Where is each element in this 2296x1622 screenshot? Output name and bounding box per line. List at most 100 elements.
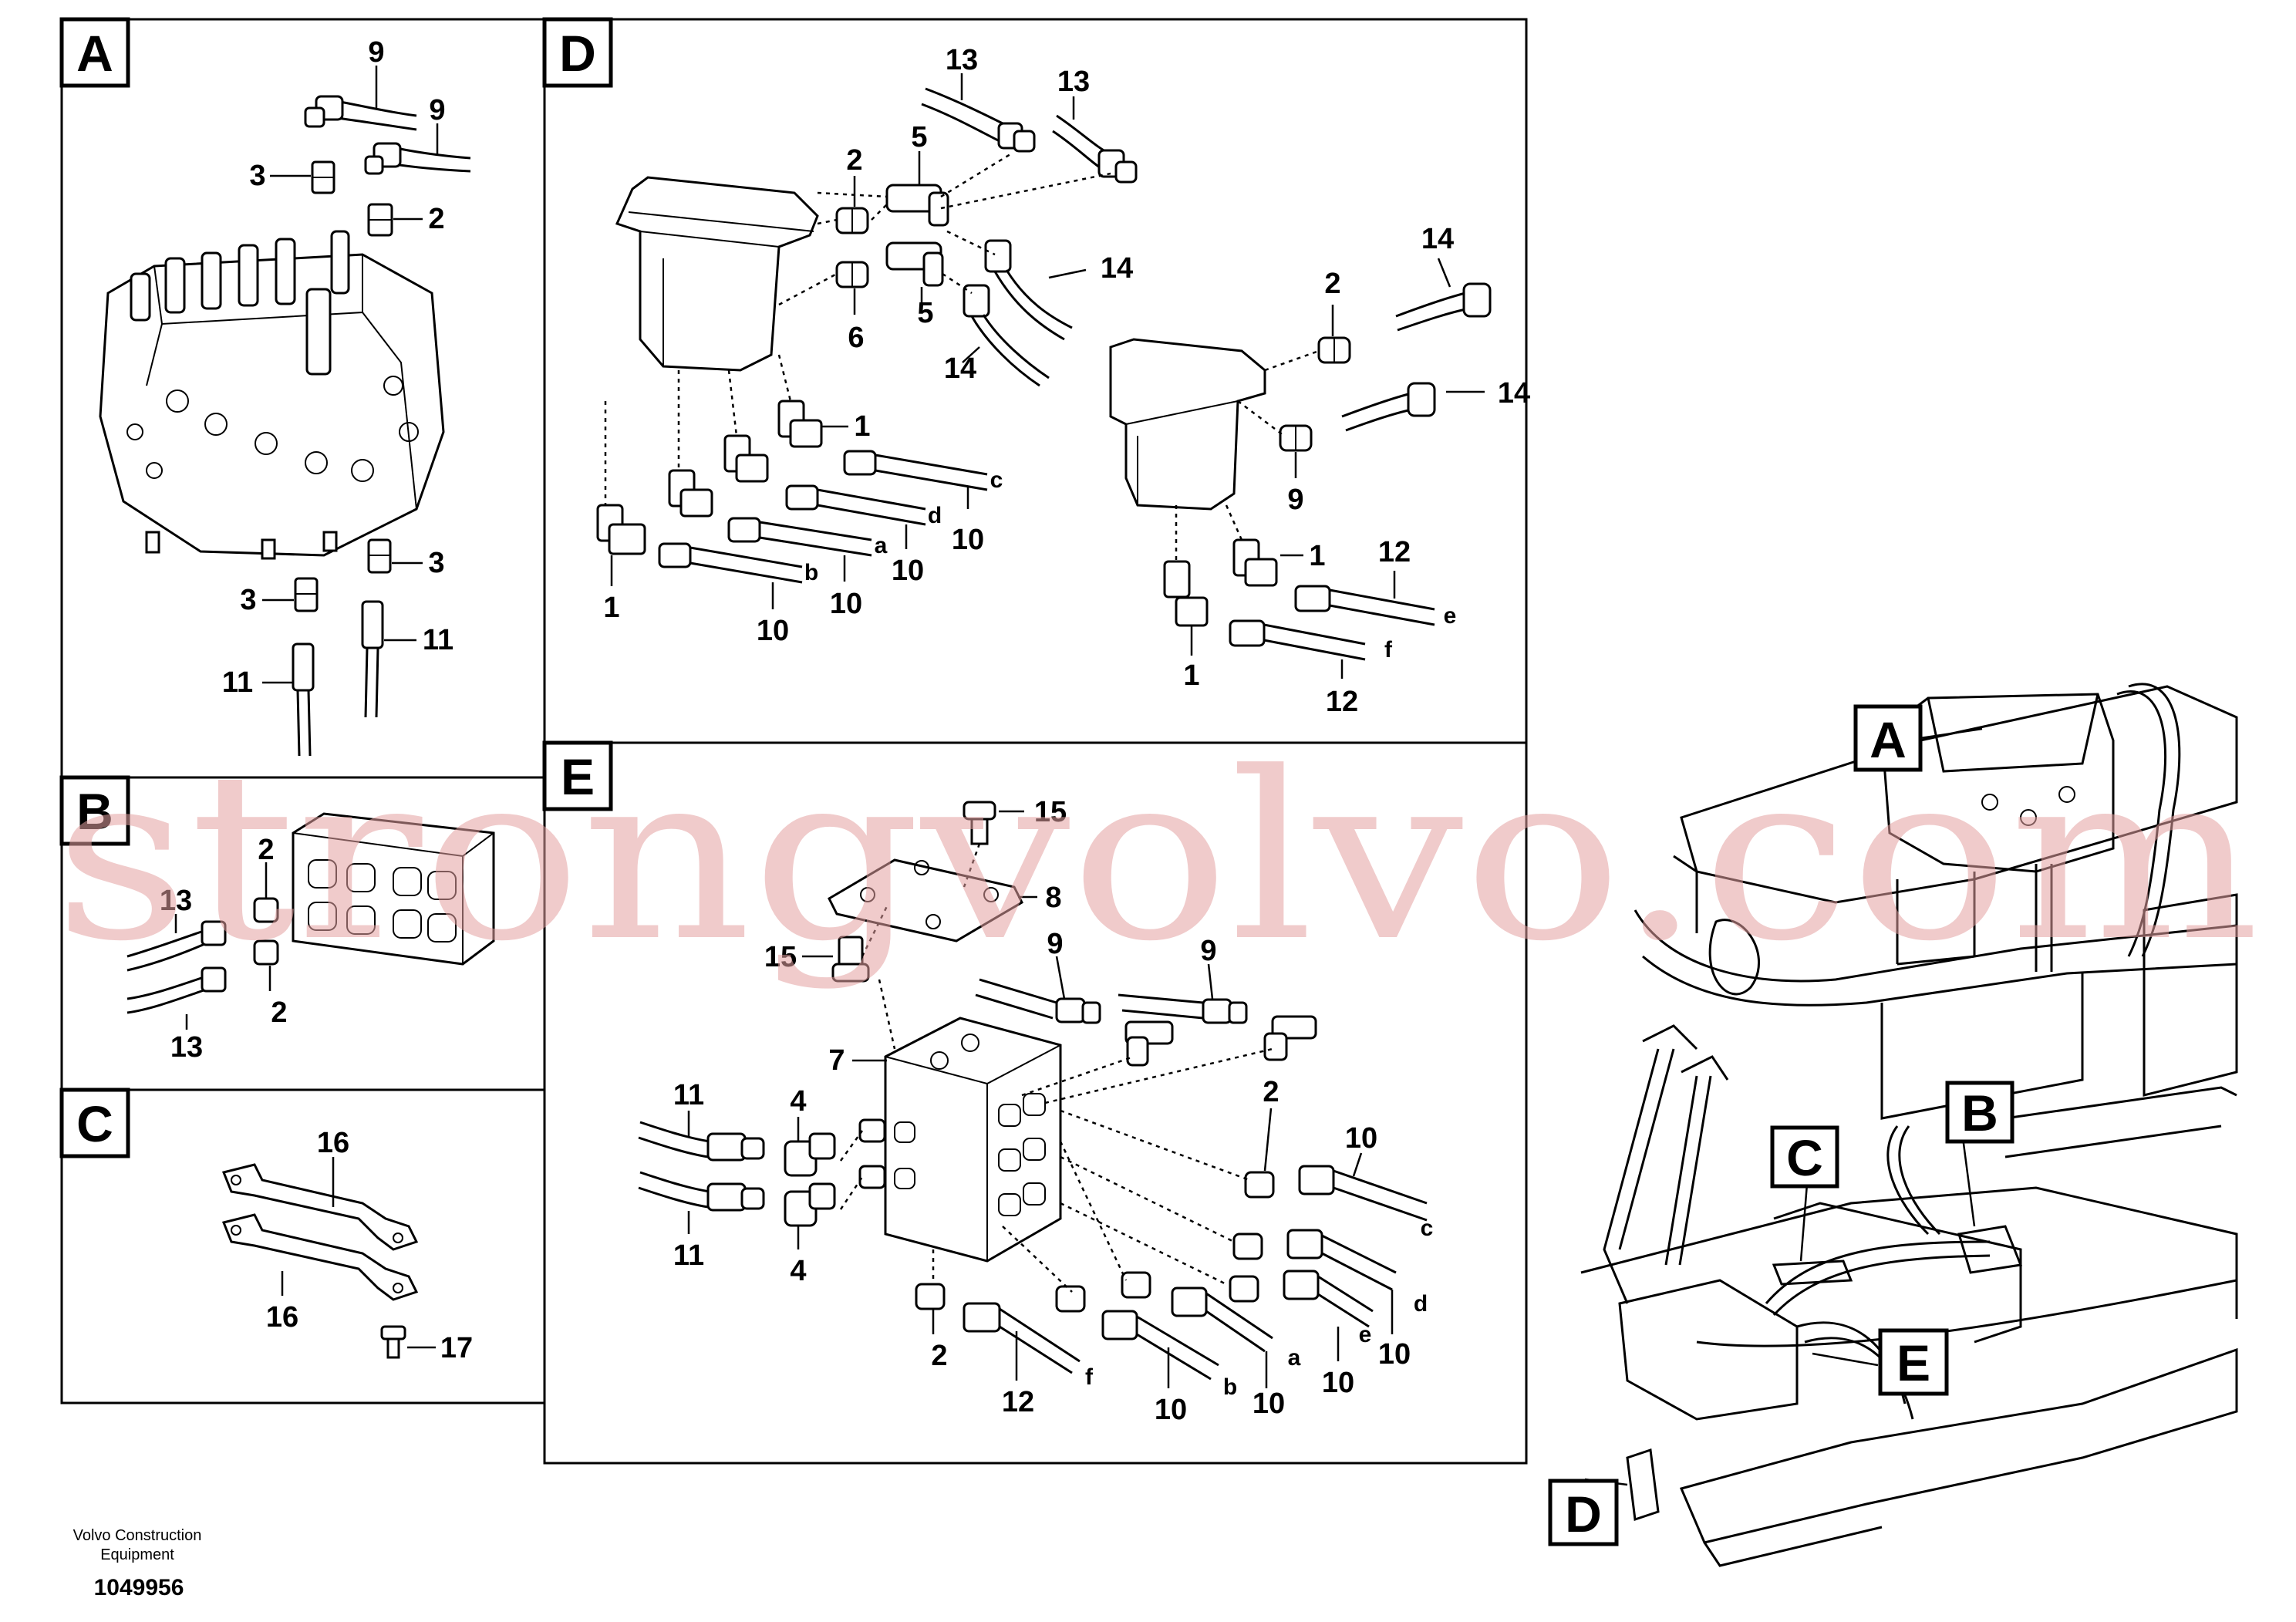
adapter-2-e1 xyxy=(1244,1171,1275,1199)
callout-a-9a: 9 xyxy=(368,36,384,69)
elbow-e1 xyxy=(1124,1020,1174,1067)
machine-overview: A B C E D xyxy=(1548,683,2238,1567)
hose-fitting-9a xyxy=(304,95,417,131)
panel-e-frame xyxy=(543,741,1528,1465)
callout-d-13b: 13 xyxy=(1057,66,1090,98)
callout-a-2a: 2 xyxy=(428,203,444,235)
callout-a-3b: 3 xyxy=(428,547,444,579)
hose-14-d2 xyxy=(963,284,1050,387)
callout-d-2b: 2 xyxy=(1324,268,1340,300)
callout-d-1d: 1 xyxy=(1183,659,1199,692)
adapter-2-d1 xyxy=(835,207,869,234)
callout-d-10d: 10 xyxy=(757,615,789,647)
footer-company-line1: Volvo Construction xyxy=(73,1527,202,1544)
overview-label-a: A xyxy=(1853,704,1923,772)
adapter-e-left1 xyxy=(858,1118,886,1143)
hose-end-d-e: e xyxy=(1444,603,1457,629)
hose-10-b xyxy=(658,542,803,584)
callout-d-14a: 14 xyxy=(1101,252,1133,285)
panel-e-label: E xyxy=(542,740,613,811)
hose-end-d-c: c xyxy=(990,467,1003,493)
adapter-9-d xyxy=(1279,424,1313,452)
callout-e-10d: 10 xyxy=(1322,1367,1354,1399)
callout-d-5b: 5 xyxy=(917,297,933,329)
manifold-block-b xyxy=(292,812,495,966)
adapter-e-mid4 xyxy=(1055,1285,1086,1313)
callout-e-4a: 4 xyxy=(790,1085,806,1118)
cover-plate-8 xyxy=(828,858,1023,943)
hose-10-e-a xyxy=(1171,1286,1273,1353)
hose-10-a xyxy=(727,517,872,557)
elbow-1-d4 xyxy=(596,504,646,555)
callout-e-2a: 2 xyxy=(1263,1076,1279,1108)
panel-d-label: D xyxy=(542,17,613,88)
callout-c-16b: 16 xyxy=(266,1301,298,1334)
bracket-16a xyxy=(221,1163,419,1251)
hose-14-d3 xyxy=(1395,282,1492,332)
adapter-6 xyxy=(835,261,869,288)
pilot-valve-right xyxy=(1109,338,1266,511)
elbow-1-d1 xyxy=(777,400,823,448)
bolt-15b xyxy=(831,936,870,983)
panel-b-label: B xyxy=(59,775,130,846)
hose-11-e1 xyxy=(638,1121,765,1162)
callout-a-11a: 11 xyxy=(222,666,253,699)
adapter-3a xyxy=(311,160,335,194)
callout-d-14c: 14 xyxy=(1421,223,1454,255)
manifold-block-7 xyxy=(884,1017,1062,1263)
callout-a-11b: 11 xyxy=(423,624,453,656)
adapter-2a xyxy=(367,203,393,237)
callout-c-17: 17 xyxy=(440,1332,473,1364)
callout-d-5a: 5 xyxy=(911,121,927,153)
hose-11a xyxy=(292,642,315,757)
callout-b-13a: 13 xyxy=(160,885,192,917)
panel-b-drawing: 2 13 13 2 xyxy=(126,812,495,1064)
watermark-text: strongvolvo.com xyxy=(54,723,2260,992)
callout-e-15a: 15 xyxy=(1034,796,1067,828)
hose-end-d-f: f xyxy=(1384,637,1393,663)
hose-13-d1 xyxy=(921,87,1036,153)
callout-d-14d: 14 xyxy=(1498,377,1530,410)
callout-e-10e: 10 xyxy=(1378,1338,1411,1371)
panel-a-label: A xyxy=(59,17,130,88)
hose-end-e-f: f xyxy=(1085,1364,1094,1390)
hose-11-e2 xyxy=(638,1171,765,1212)
hose-9-e1 xyxy=(975,978,1101,1024)
adapter-3c xyxy=(294,577,319,612)
elbow-1-d5 xyxy=(1232,538,1278,587)
control-valve xyxy=(99,230,445,560)
callout-e-2b: 2 xyxy=(931,1340,947,1372)
svg-text:A: A xyxy=(1870,711,1907,768)
elbow-4-e1 xyxy=(784,1132,836,1177)
callout-d-10b: 10 xyxy=(892,555,924,587)
tee-5-d2 xyxy=(885,241,944,287)
callout-e-10b: 10 xyxy=(1155,1394,1187,1426)
hose-end-d-b: b xyxy=(804,560,818,585)
callout-d-12b: 12 xyxy=(1326,686,1358,718)
hose-10-e-e xyxy=(1283,1270,1374,1328)
panel-a-drawing: 9 9 3 2 3 3 11 11 xyxy=(99,36,471,757)
callout-d-12a: 12 xyxy=(1378,536,1411,568)
svg-text:E: E xyxy=(561,748,595,805)
callout-d-1a: 1 xyxy=(854,410,870,443)
overview-label-d: D xyxy=(1548,1479,1619,1546)
tee-5-d1 xyxy=(885,184,949,227)
panel-c-label: C xyxy=(59,1088,130,1158)
hose-10-e-c xyxy=(1298,1165,1428,1222)
elbow-e2 xyxy=(1263,1015,1317,1061)
elbow-1-d2 xyxy=(723,434,769,483)
callout-d-1b: 1 xyxy=(603,592,619,624)
svg-text:B: B xyxy=(1961,1084,1998,1141)
overview-label-c: C xyxy=(1770,1125,1839,1189)
callout-d-6: 6 xyxy=(848,322,864,354)
adapter-e-mid1 xyxy=(1232,1233,1263,1260)
callout-d-13a: 13 xyxy=(946,44,978,76)
hose-13-b1 xyxy=(126,920,227,972)
callout-b-2a: 2 xyxy=(258,834,274,866)
hose-end-e-b: b xyxy=(1223,1374,1237,1400)
callout-d-10a: 10 xyxy=(952,524,984,556)
adapter-e-left2 xyxy=(858,1165,886,1189)
callout-d-1c: 1 xyxy=(1309,540,1325,572)
callout-d-10c: 10 xyxy=(830,588,862,620)
